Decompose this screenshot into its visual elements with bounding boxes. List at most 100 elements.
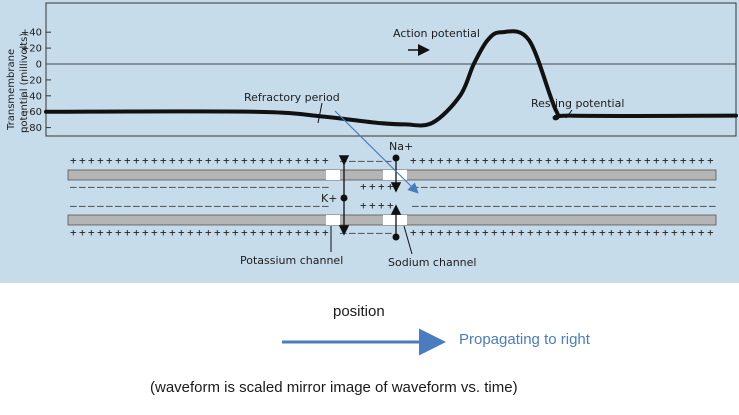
inside-charge: – [556,180,563,193]
membrane-charges: +++++++++++++++++++++++++++++––––––+++++… [70,154,716,239]
outside-charge: – [349,226,356,239]
outside-charge: + [545,226,552,239]
graph-frame [45,2,737,137]
inside-charge: – [421,199,428,212]
resting-potential-label: Resting potential [531,97,624,110]
outside-charge: – [376,226,383,239]
outside-charge: + [437,226,444,239]
inside-charge: + [360,199,367,212]
inside-charge: – [484,180,491,193]
outside-charge: + [482,226,489,239]
inside-charge: – [205,180,212,193]
outside-charge: + [178,226,185,239]
inside-charge: – [448,180,455,193]
outside-charge: + [196,154,203,167]
position-label: position [333,303,385,320]
inside-charge: – [142,180,149,193]
outside-charge: + [527,154,534,167]
outside-charge: + [572,226,579,239]
inside-charge: – [214,199,221,212]
outside-charge: + [644,154,651,167]
inside-charge: + [387,199,394,212]
outside-charge: + [133,154,140,167]
inside-charge: – [538,199,545,212]
y-tick-label: −20 [21,75,42,86]
outside-charge: + [160,226,167,239]
inside-charge: – [583,199,590,212]
inside-charge: – [304,180,311,193]
outside-charge: + [509,226,516,239]
inside-charge: – [187,199,194,212]
inside-charge: – [700,199,707,212]
inside-charge: – [493,180,500,193]
inside-charge: – [169,199,176,212]
inside-charge: – [574,180,581,193]
inside-charge: – [475,199,482,212]
y-axis-title-line1: Transmembrane [6,49,17,131]
inside-charge: – [196,199,203,212]
inside-charge: – [529,180,536,193]
sodium-channel-gap-upper [383,170,407,180]
inside-charge: – [133,199,140,212]
outside-charge: + [187,154,194,167]
outside-charge: + [419,154,426,167]
inside-charge: – [520,199,527,212]
outside-charge: + [115,226,122,239]
outside-charge: + [590,226,597,239]
outside-charge: + [277,154,284,167]
outside-charge: + [689,154,696,167]
outside-charge: + [268,154,275,167]
inside-charge: – [511,199,518,212]
outside-charge: + [437,154,444,167]
outside-charge: – [385,226,392,239]
inside-charge: – [115,180,122,193]
outside-charge: + [464,226,471,239]
potassium-channel-label: Potassium channel [240,254,343,267]
inside-charge: – [646,199,653,212]
potassium-channel-gap-upper [326,170,340,180]
figure-panel [0,0,739,283]
sodium-channel-pointer [403,225,413,255]
outside-charge: + [286,226,293,239]
outside-charge: + [536,226,543,239]
y-tick-label: 0 [36,60,42,71]
outside-charge: + [563,154,570,167]
inside-charge: – [484,199,491,212]
outside-charge: + [644,226,651,239]
inside-charge: – [664,180,671,193]
inside-charge: – [70,180,77,193]
inside-charge: – [232,180,239,193]
outside-charge: + [554,226,561,239]
outside-charge: + [635,226,642,239]
outside-charge: + [509,154,516,167]
outside-charge: + [259,226,266,239]
inside-charge: + [378,199,385,212]
outside-charge: + [322,226,329,239]
inside-charge: – [628,180,635,193]
outside-charge: + [698,226,705,239]
inside-charge: – [70,199,77,212]
inside-charge: + [387,180,394,193]
inside-charge: – [250,199,257,212]
inside-charge: – [277,199,284,212]
inside-charge: – [439,199,446,212]
outside-charge: + [232,226,239,239]
inside-charge: – [223,180,230,193]
inside-charge: – [601,180,608,193]
resting-pointer [565,109,573,119]
waveform-line [44,29,738,128]
outside-charge: + [313,154,320,167]
outside-charge: – [367,154,374,167]
inside-charge: – [637,180,644,193]
outside-charge: + [232,154,239,167]
outside-charge: + [599,154,606,167]
inside-charge: – [124,180,131,193]
inside-charge: – [682,180,689,193]
inside-charge: – [223,199,230,212]
outside-charge: + [581,154,588,167]
outside-charge: + [106,226,113,239]
outside-charge: + [205,226,212,239]
inside-charge: – [196,180,203,193]
inside-charge: – [133,180,140,193]
inside-charge: – [502,199,509,212]
